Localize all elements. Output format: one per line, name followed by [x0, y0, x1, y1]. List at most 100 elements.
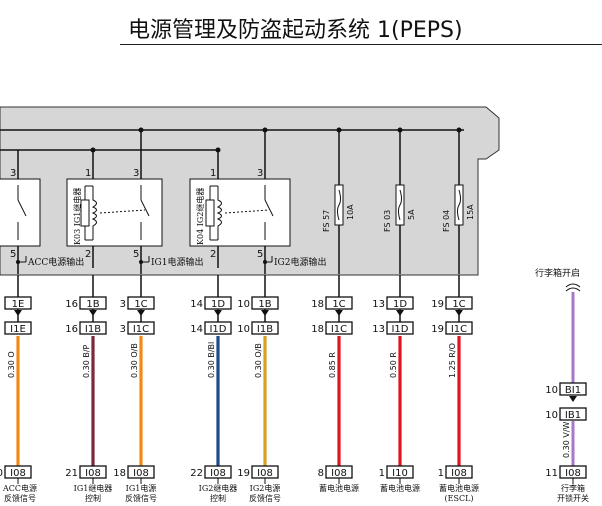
- connector-code: I08: [133, 468, 149, 479]
- connector-arrow: [396, 310, 404, 316]
- connector-code: I08: [331, 468, 347, 479]
- fuse-rating: 5A: [407, 209, 416, 220]
- bottom-label-line2: 反馈信号: [125, 493, 157, 503]
- connector-code: I1C: [451, 324, 467, 335]
- relay-pin: 5: [133, 249, 139, 260]
- page-title: 电源管理及防盗起动系统 1(PEPS): [128, 18, 463, 43]
- wire-label: 0.85 R: [328, 352, 337, 378]
- trunk-bottom-l1: 行李箱: [561, 483, 585, 493]
- relay-name: K04 IG2继电器: [195, 188, 205, 245]
- output-label-3: IG2电源输出: [263, 256, 326, 268]
- connector-pin: 3: [120, 324, 126, 335]
- connector-top-1: 1E: [4, 296, 32, 310]
- connector-code: 1C: [134, 299, 147, 310]
- connector-pin: 1: [438, 468, 444, 479]
- connector-code: I1D: [391, 324, 408, 335]
- output-text: ACC电源输出: [27, 256, 84, 268]
- wire-label: 0.30 O/B: [254, 343, 263, 378]
- connector-bottom-3: I08 18: [113, 465, 155, 479]
- relay-acc-pin-top: 3: [10, 168, 16, 179]
- wire-label: 0.50 R: [389, 352, 398, 378]
- wire-label: 1.25 R/O: [448, 343, 457, 378]
- relay-pin: 1: [85, 168, 91, 179]
- bottom-label-line2: (ESCL): [445, 494, 474, 503]
- connector-pin: 18: [113, 468, 126, 479]
- connector-code: I10: [392, 468, 408, 479]
- relay-coil-resistor: [80, 199, 90, 227]
- relay-pin: 3: [257, 168, 263, 179]
- relay-name: K03 IG1继电器: [72, 188, 82, 245]
- bottom-label-7: 蓄电池电源: [380, 478, 420, 493]
- connector-pin: 16: [65, 299, 78, 310]
- connector-pin: 1: [379, 468, 385, 479]
- bottom-label-line2: 控制: [210, 493, 226, 503]
- connector-code: I08: [565, 468, 581, 479]
- connector-arrow: [335, 310, 343, 316]
- wire-label: 0.30 B/P: [82, 344, 91, 378]
- bottom-label-line2: 反馈信号: [4, 493, 36, 503]
- connector-pin: 19: [431, 324, 444, 335]
- relay-switch: [140, 199, 150, 217]
- connector-arrow: [137, 310, 145, 316]
- connector-code: 1D: [393, 299, 407, 310]
- fuse-rating: 15A: [466, 204, 475, 220]
- wire-label: 0.30 B/Bl: [207, 342, 216, 378]
- connector-code: 1E: [12, 299, 25, 310]
- relay-pin: 2: [210, 249, 216, 260]
- connector-arrow: [261, 310, 269, 316]
- wire-label: 0.30 O: [7, 351, 16, 378]
- connector-pin: 18: [311, 324, 324, 335]
- relay-coil: [216, 186, 222, 240]
- relay-pin: 1: [210, 168, 216, 179]
- connector-code: I1D: [209, 324, 226, 335]
- bottom-label-line1: IG1电源: [126, 483, 157, 493]
- bottom-label-line1: 蓄电池电源: [439, 483, 479, 493]
- bottom-label-8: 蓄电池电源(ESCL): [439, 478, 479, 503]
- trunk-wire-label: 0.30 V/W: [562, 421, 571, 458]
- bottom-label-line2: 控制: [85, 493, 101, 503]
- connector-code: 1D: [211, 299, 225, 310]
- connector-code: I1B: [85, 324, 101, 335]
- connector-arrow: [214, 310, 222, 316]
- bottom-label-line1: IG2电源: [250, 483, 281, 493]
- connector-pin: 19: [237, 468, 250, 479]
- connector-code: 1B: [258, 299, 271, 310]
- connector-code: I08: [10, 468, 26, 479]
- connector-pin: 10: [237, 324, 250, 335]
- bottom-label-line2: 反馈信号: [249, 493, 281, 503]
- wire-6: 0.85 R: [328, 275, 341, 466]
- connector-code: 1C: [452, 299, 465, 310]
- relay-pin: 3: [133, 168, 139, 179]
- fuse-name: FS 57: [322, 210, 331, 232]
- connector-code: 1C: [332, 299, 345, 310]
- output-label-1: ACC电源输出: [16, 256, 84, 268]
- connector-pin: 10: [545, 410, 558, 421]
- fuse-name: FS 03: [383, 210, 392, 232]
- wire-8: 1.25 R/O: [448, 275, 461, 466]
- connector-code: I1C: [331, 324, 347, 335]
- connector-code: I08: [257, 468, 273, 479]
- connector-bottom-5: I08 19: [237, 465, 279, 479]
- connector-mid-8: I1C 19: [431, 321, 473, 335]
- connector-pin: 10: [545, 385, 558, 396]
